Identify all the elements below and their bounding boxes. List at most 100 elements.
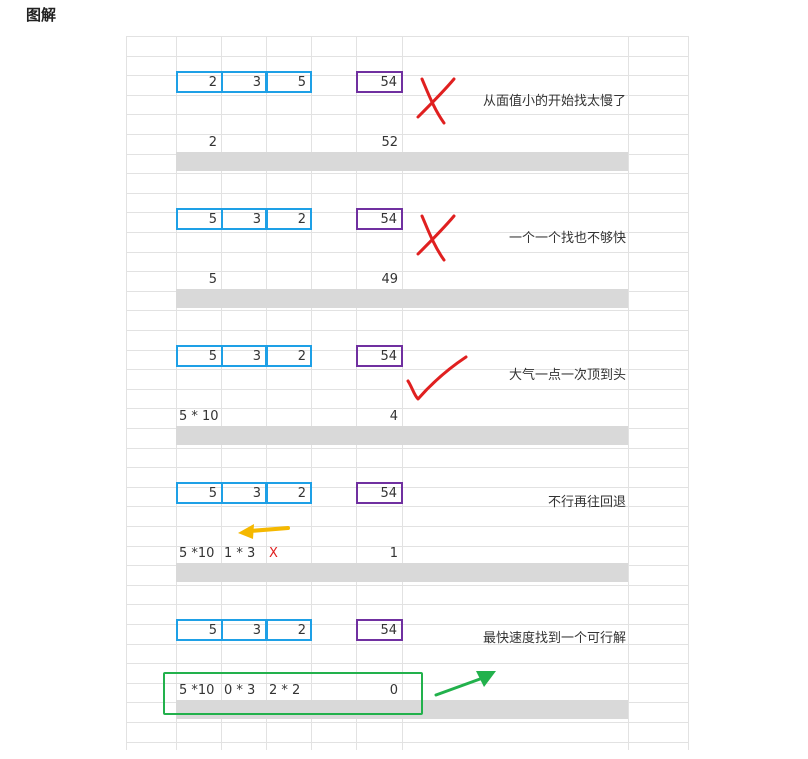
coin-denomination-cell: 2	[266, 208, 312, 230]
coin-denomination-cell: 5	[176, 619, 223, 641]
grid-row-line	[126, 94, 688, 96]
coin-value: 5	[208, 212, 217, 227]
grid-row-line	[126, 526, 688, 527]
coin-denomination-cell: 2	[266, 619, 312, 641]
target-amount-cell: 54	[356, 482, 403, 504]
grid-column-line	[356, 36, 357, 750]
grid-row-line	[126, 486, 688, 488]
grid-row-line	[126, 310, 688, 312]
target-amount-cell: 54	[356, 345, 403, 367]
coin-value: 3	[252, 75, 261, 90]
grid-column-line	[402, 36, 403, 750]
coin-value: 2	[208, 75, 217, 90]
result-cell: 0	[389, 683, 398, 699]
result-cell: 2	[208, 135, 217, 151]
coin-value: 2	[297, 349, 306, 364]
grid-column-line	[628, 36, 629, 750]
coin-value: 3	[252, 349, 261, 364]
green-arrow-icon	[434, 671, 496, 697]
target-value: 54	[380, 349, 397, 364]
coin-value: 2	[297, 212, 306, 227]
grid-column-line	[176, 36, 177, 750]
grid-row-line	[126, 251, 688, 253]
grid-row-line	[126, 212, 688, 214]
coin-value: 3	[252, 212, 261, 227]
target-amount-cell: 54	[356, 208, 403, 230]
grid-row-line	[126, 192, 688, 194]
result-cell: 52	[381, 135, 398, 151]
grid-row-line	[126, 624, 688, 625]
section-separator-band	[176, 152, 628, 171]
result-cell: 5 * 10	[179, 409, 219, 425]
coin-value: 5	[208, 486, 217, 501]
grid-row-line	[126, 741, 688, 743]
grid-row-line	[126, 408, 688, 410]
grid-row-line	[126, 134, 688, 135]
red-cross-icon	[416, 77, 456, 125]
grid-column-line	[126, 36, 127, 750]
grid-column-line	[688, 36, 689, 750]
section-separator-band	[176, 289, 628, 308]
grid-row-line	[126, 55, 688, 57]
grid-row-line	[126, 36, 688, 37]
coin-denomination-cell: 3	[221, 482, 267, 504]
coin-value: 2	[297, 623, 306, 638]
coin-value: 3	[252, 486, 261, 501]
grid-row-line	[126, 114, 688, 116]
grid-row-line	[126, 388, 688, 390]
section-note: 最快速度找到一个可行解	[482, 631, 626, 646]
coin-value: 3	[252, 623, 261, 638]
target-value: 54	[380, 486, 397, 501]
section-note: 大气一点一次顶到头	[508, 368, 626, 383]
result-cell: 0 * 3	[224, 683, 256, 699]
grid-row-line	[126, 722, 688, 723]
section-separator-band	[176, 563, 628, 582]
result-cell: 1	[389, 546, 398, 562]
result-cell: 5 *10	[179, 683, 215, 699]
coin-denomination-cell: 3	[221, 345, 267, 367]
grid-row-line	[126, 682, 688, 684]
target-value: 54	[380, 623, 397, 638]
red-cross-icon	[416, 214, 456, 262]
solution-highlight-box	[163, 672, 423, 715]
coin-value: 5	[208, 349, 217, 364]
grid-row-line	[126, 369, 688, 371]
coin-denomination-cell: 2	[176, 71, 223, 93]
coin-value: 2	[297, 486, 306, 501]
grid-row-line	[126, 506, 688, 508]
section-note: 从面值小的开始找太慢了	[482, 94, 626, 109]
grid-row-line	[126, 173, 688, 175]
coin-denomination-cell: 3	[221, 71, 267, 93]
grid-column-line	[221, 36, 222, 750]
target-amount-cell: 54	[356, 71, 403, 93]
grid-row-line	[126, 447, 688, 449]
grid-row-line	[126, 349, 688, 351]
grid-row-line	[126, 584, 688, 586]
coin-denomination-cell: 5	[266, 71, 312, 93]
grid-row-line	[126, 271, 688, 273]
result-cell: 5	[208, 272, 217, 288]
coin-denomination-cell: 2	[266, 345, 312, 367]
result-cell: 1 * 3	[224, 546, 256, 562]
grid-row-line	[126, 643, 688, 645]
coin-denomination-cell: 5	[176, 208, 223, 230]
result-cell: 4	[389, 409, 398, 425]
coin-value: 5	[208, 623, 217, 638]
section-note: 不行再往回退	[547, 495, 626, 510]
section-separator-band	[176, 426, 628, 445]
section-note: 一个一个找也不够快	[508, 231, 626, 246]
grid-row-line	[126, 75, 688, 77]
grid-column-line	[311, 36, 312, 750]
grid-row-line	[126, 467, 688, 469]
grid-row-line	[126, 232, 688, 233]
target-value: 54	[380, 212, 397, 227]
coin-denomination-cell: 3	[221, 619, 267, 641]
result-cell: 49	[381, 272, 398, 288]
red-check-icon	[406, 355, 468, 401]
grid-column-line	[266, 36, 267, 750]
back-arrow-icon	[238, 524, 290, 539]
grid-row-line	[126, 663, 688, 665]
result-cell: 2 * 2	[269, 683, 301, 699]
coin-value: 5	[297, 75, 306, 90]
